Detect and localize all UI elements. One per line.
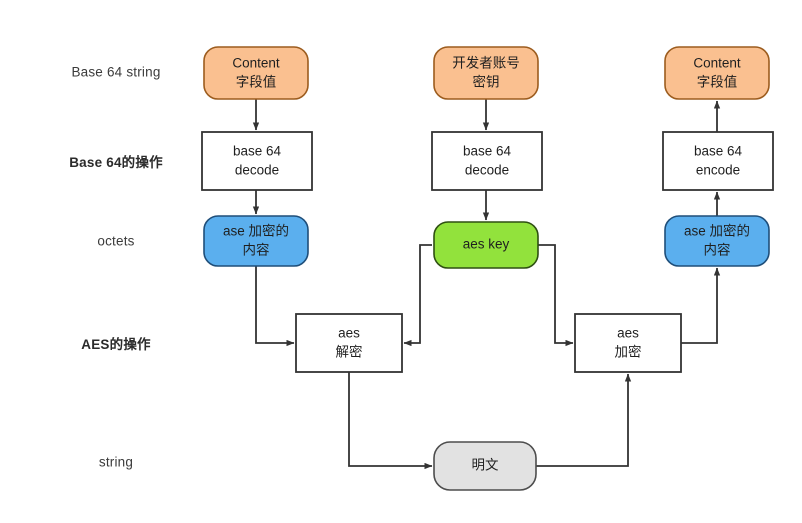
- node-content-field-left[interactable]: [203, 46, 309, 100]
- node-aes-decrypt[interactable]: [295, 313, 403, 373]
- connector-aeskey-to-encrypt: [538, 244, 574, 347]
- node-base64-decode-left[interactable]: [201, 131, 313, 191]
- connector-layer: [252, 99, 721, 470]
- row-label-base64-string: Base 64 string: [71, 64, 161, 80]
- connector-plaintext-to-encrypt: [536, 373, 632, 467]
- row-label-octets: octets: [97, 233, 135, 249]
- row-label-string: string: [98, 454, 134, 470]
- connector-encrypt-to-encrypted-right: [681, 267, 721, 344]
- node-content-field-right[interactable]: [664, 46, 770, 100]
- node-base64-decode-mid[interactable]: [431, 131, 543, 191]
- node-dev-account-key[interactable]: [433, 46, 539, 100]
- node-plaintext[interactable]: [433, 441, 537, 491]
- row-label-aes-ops: AES的操作: [81, 337, 151, 352]
- node-aes-encrypt[interactable]: [574, 313, 682, 373]
- connector-encrypted-left-to-decrypt: [255, 266, 295, 347]
- node-layer: [201, 46, 774, 491]
- node-base64-encode-right[interactable]: [662, 131, 774, 191]
- connector-decrypt-to-plaintext: [348, 372, 433, 470]
- node-aes-key[interactable]: [433, 221, 539, 269]
- connector-aeskey-to-decrypt: [403, 244, 432, 347]
- node-aes-encrypted-content-left[interactable]: [203, 215, 309, 267]
- node-aes-encrypted-content-right[interactable]: [664, 215, 770, 267]
- row-label-base64-ops: Base 64的操作: [69, 155, 163, 170]
